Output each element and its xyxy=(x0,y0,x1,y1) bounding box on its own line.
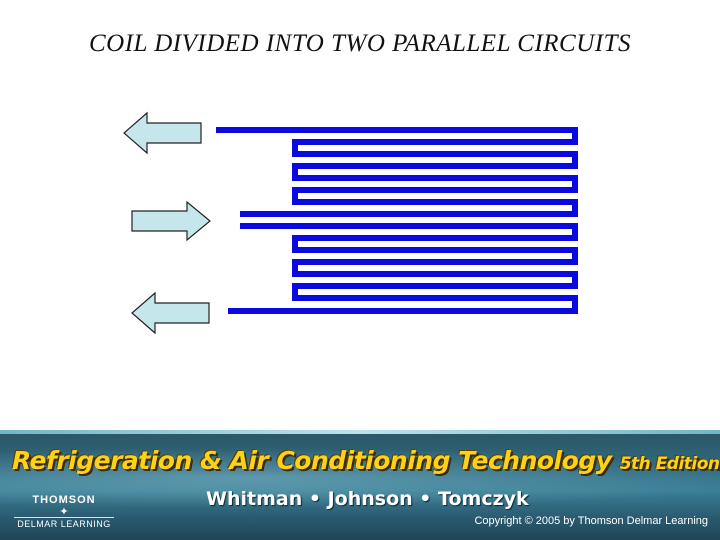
publisher-name: THOMSON xyxy=(32,494,96,506)
book-authors: Whitman • Johnson • Tomczyk xyxy=(206,488,529,510)
book-title-text: Refrigeration & Air Conditioning Technol… xyxy=(12,446,612,475)
book-title: Refrigeration & Air Conditioning Technol… xyxy=(12,446,720,475)
star-icon: ✦ xyxy=(59,506,69,518)
banner-light-streak xyxy=(0,448,720,508)
publisher-logo: THOMSON ✦ DELMAR LEARNING xyxy=(8,494,120,529)
inlet-arrow-middle xyxy=(131,200,211,242)
coil-diagram xyxy=(123,111,578,335)
slide-title: COIL DIVIDED INTO TWO PARALLEL CIRCUITS xyxy=(88,30,632,57)
book-edition: 5th Edition xyxy=(619,454,720,474)
publisher-imprint: DELMAR LEARNING xyxy=(14,517,114,529)
outlet-arrow-bottom xyxy=(131,291,210,335)
footer-banner xyxy=(0,430,720,540)
banner-top-line xyxy=(0,430,720,434)
upper-circuit-tube xyxy=(216,127,578,217)
outlet-arrow-top xyxy=(123,111,202,155)
copyright-notice: Copyright © 2005 by Thomson Delmar Learn… xyxy=(474,515,708,527)
lower-circuit-tube xyxy=(228,223,578,314)
